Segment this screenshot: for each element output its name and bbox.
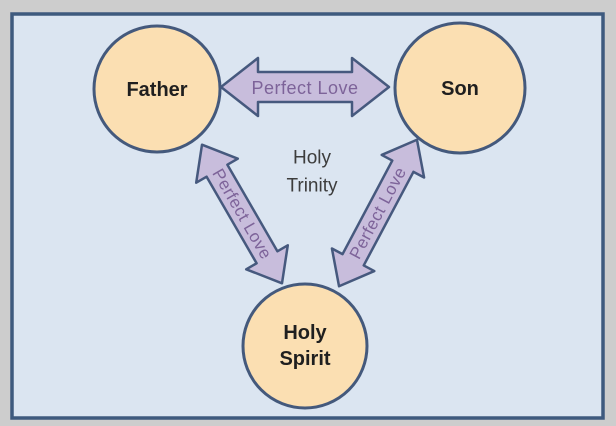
diagram-title-line2: Trinity (286, 176, 338, 197)
node-holy-spirit-label-line2: Spirit (279, 348, 330, 370)
edge-son-holy-spirit (330, 138, 426, 288)
edge-father-holy-spirit (194, 143, 290, 285)
diagram-title-line1: Holy (293, 148, 332, 169)
edge-label-father-son: Perfect Love (251, 78, 358, 98)
node-holy-spirit-label-line1: Holy (283, 322, 327, 344)
node-father (92, 24, 222, 154)
node-son-label: Son (441, 78, 479, 100)
node-father-label: Father (126, 79, 187, 101)
edge-father-son (219, 56, 391, 118)
node-holy-spirit (241, 282, 369, 410)
node-son (393, 21, 527, 155)
